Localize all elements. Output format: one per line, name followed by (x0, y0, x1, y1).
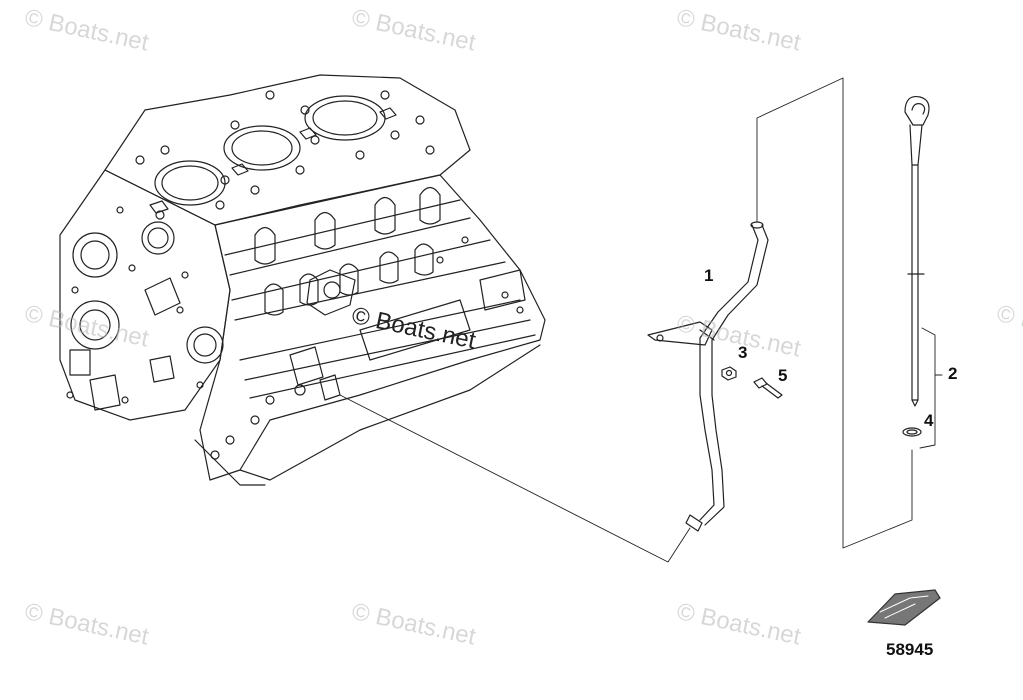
engine-block (59, 74, 546, 486)
callout-2: 2 (948, 364, 958, 383)
callout-3: 3 (738, 343, 748, 362)
leader-line-engine (339, 394, 691, 563)
o-ring (902, 427, 922, 437)
dipstick-tube (647, 77, 913, 549)
callout-5: 5 (778, 366, 788, 385)
callout-4: 4 (924, 411, 934, 430)
nut-part (721, 366, 737, 381)
dipstick (904, 95, 943, 449)
bolt-part (753, 377, 783, 399)
callout-1: 1 (704, 266, 714, 285)
diagram-number: 58945 (886, 640, 934, 659)
engine-thumbnail-icon (867, 589, 941, 626)
